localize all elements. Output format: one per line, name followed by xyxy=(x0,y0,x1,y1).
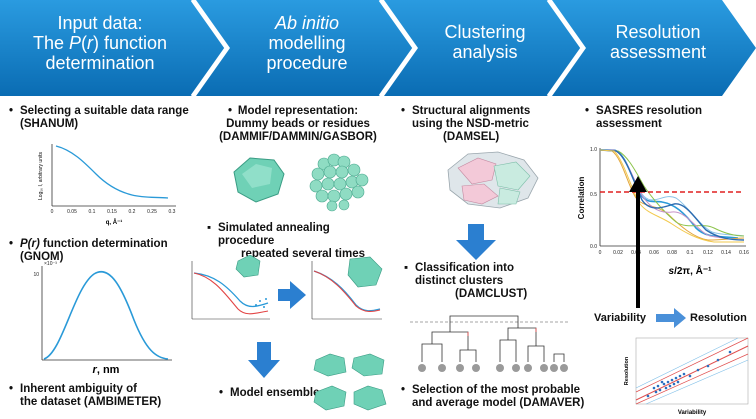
annealing-illustration xyxy=(191,255,383,320)
pr-ymax: 10 xyxy=(33,272,39,278)
ambimeter-bullet: • Inherent ambiguity of the dataset (AMB… xyxy=(9,383,162,408)
step-2-label: Ab initio modelling procedure xyxy=(266,13,348,73)
shanum-plot: 0 0.05 0.1 0.15 0.2 0.25 0.3 q, Å⁻¹ Log₁… xyxy=(38,144,176,226)
simulated-annealing-bullet: ▪ Simulated annealing procedure repeated… xyxy=(207,222,366,260)
tick: 0.3 xyxy=(169,209,176,215)
annealing-model-large xyxy=(347,256,383,288)
x-tick: 0.14 xyxy=(721,250,731,256)
scatter-ylabel: Resolution xyxy=(624,356,630,385)
x-tick: 0.08 xyxy=(667,250,677,256)
sasres-bullet: • SASRES resolution assessment xyxy=(585,105,703,130)
shanum-bullet: • Selecting a suitable data range (SHANU… xyxy=(9,105,189,130)
down-arrow-col2 xyxy=(248,342,280,378)
resolution-up-arrow xyxy=(629,176,647,308)
step-chevron-1 xyxy=(0,0,226,96)
pr-xlabel: r, nm xyxy=(93,364,120,376)
tick: 0.15 xyxy=(107,209,117,215)
shanum-curve xyxy=(55,145,169,199)
y-tick: 0.0 xyxy=(590,244,597,250)
fsc-curve xyxy=(599,149,745,237)
sasres-xlabel: s/2π, Å⁻¹ xyxy=(669,264,713,277)
step-chevron-3 xyxy=(384,0,582,96)
model-representation-images xyxy=(233,153,369,212)
sasres-ylabel: Correlation xyxy=(578,177,586,220)
sasres-chart: 1.0 0.5 0.0 0 0.02 0.04 0.06 0.08 0.1 0.… xyxy=(578,147,749,277)
fsc-curve xyxy=(599,149,744,243)
damaver-bullet: • Selection of the most probable and ave… xyxy=(401,384,585,409)
scatter-xlabel: Variability xyxy=(678,410,707,416)
model-ensemble-images xyxy=(313,353,387,411)
residue-model xyxy=(309,153,369,212)
fsc-curve xyxy=(599,149,745,241)
shanum-xlabel: q, Å⁻¹ xyxy=(106,219,123,226)
cluster-dendrogram xyxy=(410,315,570,372)
nsd-alignment-image xyxy=(447,151,539,209)
step-3-label: Clustering analysis xyxy=(444,22,526,62)
step-4-label: Resolution assessment xyxy=(609,22,707,62)
annealing-arrow xyxy=(278,281,306,309)
variability-resolution-scatter: Variability Resolution xyxy=(624,337,749,416)
tick: 0.25 xyxy=(147,209,157,215)
down-arrow-col3 xyxy=(456,224,496,260)
y-tick: 1.0 xyxy=(590,147,597,153)
step-1-label: Input data: The P(r) function determinat… xyxy=(32,13,168,73)
x-tick: 0.06 xyxy=(649,250,659,256)
x-tick: 0.02 xyxy=(613,250,623,256)
x-tick: 0 xyxy=(599,250,602,256)
variability-to-resolution-arrow xyxy=(656,308,686,328)
step-chevron-4 xyxy=(552,0,756,96)
tick: 0 xyxy=(51,209,54,215)
pr-scale: ×10⁻³ xyxy=(44,261,57,267)
tick: 0.1 xyxy=(89,209,96,215)
damclust-bullet: ▪ Classification into distinct clusters … xyxy=(404,262,528,300)
pr-plot: ×10⁻³ 10 r, nm xyxy=(33,261,172,376)
step-chevron-2 xyxy=(196,0,414,96)
pr-curve xyxy=(43,271,169,360)
model-representation-bullet: • Model representation: Dummy beads or r… xyxy=(219,105,377,143)
y-tick: 0.5 xyxy=(590,192,597,198)
resolution-label: Resolution xyxy=(690,312,747,324)
tick: 0.2 xyxy=(129,209,136,215)
gnom-bullet: • P(r) function determination (GNOM) xyxy=(9,238,168,263)
x-tick: 0.16 xyxy=(739,250,749,256)
model-ensemble-bullet: • Model ensemble xyxy=(219,387,320,399)
x-tick: 0.1 xyxy=(687,250,694,256)
shanum-ylabel: Log₁₀ I, arbitrary units xyxy=(38,152,44,200)
x-tick: 0.12 xyxy=(703,250,713,256)
variability-label: Variability xyxy=(594,312,646,324)
fsc-curve xyxy=(599,149,745,241)
annealing-model-small xyxy=(235,255,261,278)
workflow-header xyxy=(0,0,756,96)
tick: 0.05 xyxy=(67,209,77,215)
damsel-bullet: • Structural alignments using the NSD-me… xyxy=(401,105,531,143)
